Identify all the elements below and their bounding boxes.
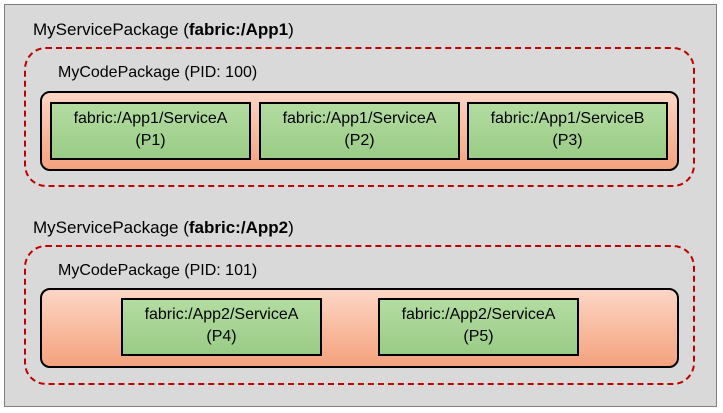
code-package-boundary-2	[24, 245, 695, 385]
service-name: fabric:/App2/ServiceA	[401, 306, 556, 323]
service-package-title-prefix: MyServicePackage (	[33, 20, 189, 39]
service-package-title-1: MyServicePackage (fabric:/App1)	[33, 20, 294, 40]
partition-label: (P4)	[206, 328, 237, 345]
service-replica-box: fabric:/App2/ServiceA (P5)	[378, 298, 579, 356]
code-package-boundary-1	[24, 47, 695, 187]
service-name: fabric:/App1/ServiceA	[282, 110, 437, 127]
partition-label: (P3)	[552, 132, 583, 149]
service-package-app-name: fabric:/App1	[188, 20, 289, 39]
partition-label: (P1)	[135, 132, 166, 149]
service-replica-box: fabric:/App2/ServiceA (P4)	[121, 298, 322, 356]
service-package-app-name: fabric:/App2	[188, 218, 289, 237]
service-name: fabric:/App2/ServiceA	[144, 306, 299, 323]
code-package-title-1: MyCodePackage (PID: 100)	[58, 64, 258, 81]
service-package-title-suffix: )	[288, 20, 294, 39]
code-package-title-2: MyCodePackage (PID: 101)	[58, 262, 258, 279]
partition-label: (P5)	[463, 328, 494, 345]
service-replica-box: fabric:/App1/ServiceA (P2)	[259, 102, 460, 160]
service-package-title-prefix: MyServicePackage (	[33, 218, 189, 237]
service-package-title-suffix: )	[288, 218, 294, 237]
service-name: fabric:/App1/ServiceB	[490, 110, 645, 127]
partition-label: (P2)	[344, 132, 375, 149]
service-replica-box: fabric:/App1/ServiceB (P3)	[467, 102, 668, 160]
service-replica-box: fabric:/App1/ServiceA (P1)	[50, 102, 251, 160]
service-package-title-2: MyServicePackage (fabric:/App2)	[33, 218, 294, 238]
service-name: fabric:/App1/ServiceA	[73, 110, 228, 127]
